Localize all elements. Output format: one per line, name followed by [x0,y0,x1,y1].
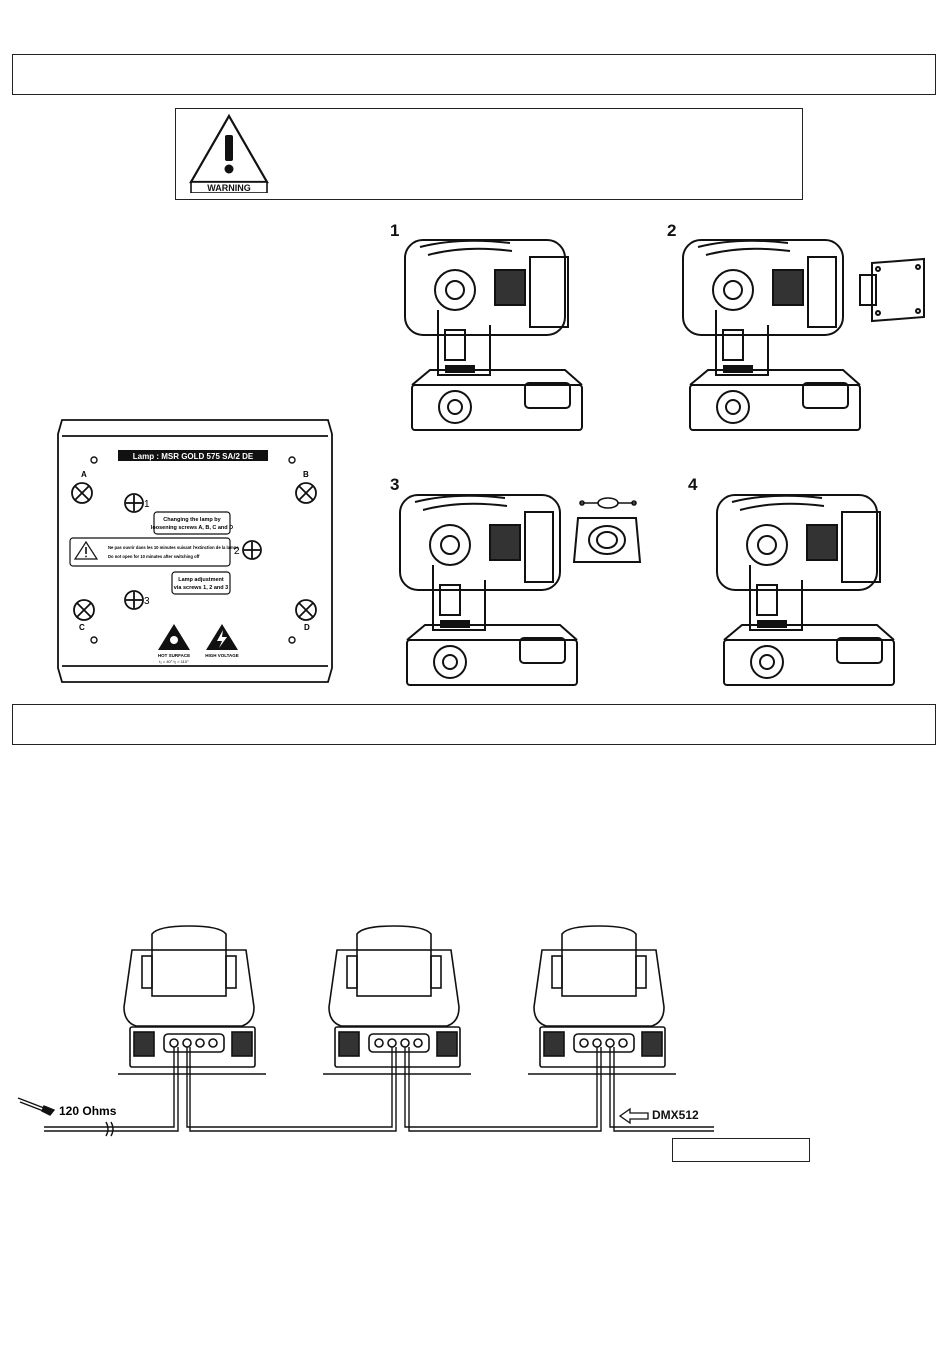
lamp-holder-illustration [572,517,642,563]
screw-c-icon [73,599,95,621]
adjust-text-2: via screws 1, 2 and 3 [174,585,228,591]
warning-box: WARNING [175,108,803,200]
step-number-4: 4 [688,475,698,494]
warning-triangle-icon: WARNING [189,113,269,193]
screw-d-icon [295,599,317,621]
moving-head-illustration-step-2 [682,239,861,431]
adjust-screw-label-3: 3 [144,596,150,607]
lamp-title: Lamp : MSR GOLD 575 SA/2 DE [133,452,254,461]
diagram-caption-box [672,1138,810,1162]
hot-surface-label: HOT SURFACE [158,653,190,658]
screw-a-icon [71,482,93,504]
step-number-2: 2 [667,221,677,240]
adjust-screw-label-2: 2 [234,546,240,557]
changing-lamp-text-2: loosening screws A, B, C and D [151,525,233,531]
dmx-daisy-chain-diagram: 120 Ohms [17,925,714,1137]
screw-label-c: C [79,623,85,632]
screw-label-b: B [303,470,309,479]
terminator-label: 120 Ohms [59,1104,117,1118]
terminator-plug-icon [17,1097,56,1116]
high-voltage-label: HIGH VOLTAGE [205,653,239,658]
lamp-access-panel: Lamp : MSR GOLD 575 SA/2 DE A B C D 1 2 … [57,419,333,683]
hot-surface-temps: t₁ = 40° t₂ = 110° [159,659,189,664]
dmx-fixture-2 [323,925,471,1075]
moving-head-illustration-step-4 [716,494,895,686]
adjust-screw-label-1: 1 [144,499,150,510]
dmx-fixture-3 [528,925,676,1075]
dmx-input-label: DMX512 [652,1108,699,1122]
dmx-fixture-1 [118,925,266,1075]
panel-warning-icon [73,540,99,560]
adjust-screw-3-icon [124,590,144,610]
adjust-screw-1-icon [124,493,144,513]
adjust-text-1: Lamp adjustment [178,577,224,583]
changing-lamp-text-1: Changing the lamp by [163,517,221,523]
step-number-1: 1 [390,221,400,240]
section-header-bar-top [12,54,936,95]
panel-warning-text-english: Do not open for 10 minutes after switchi… [108,554,200,559]
lamp-bulb-illustration [579,497,637,509]
dmx-cables [44,1047,714,1132]
step-number-3: 3 [390,475,400,494]
dmx-input-arrow-icon [618,1107,649,1125]
warning-icon-label: WARNING [207,183,251,193]
moving-head-illustration-step-1 [404,239,583,431]
screw-label-d: D [304,623,310,632]
lamp-cover-plate-illustration [859,257,925,323]
lamp-title-bar [118,450,268,461]
screw-b-icon [295,482,317,504]
section-header-bar-middle [12,704,936,745]
moving-head-illustration-step-3 [399,494,578,686]
adjust-screw-2-icon [242,540,262,560]
panel-warning-text-french: Ne pas ouvrir dans les 10 minutes suivan… [108,545,239,550]
screw-label-a: A [81,470,87,479]
